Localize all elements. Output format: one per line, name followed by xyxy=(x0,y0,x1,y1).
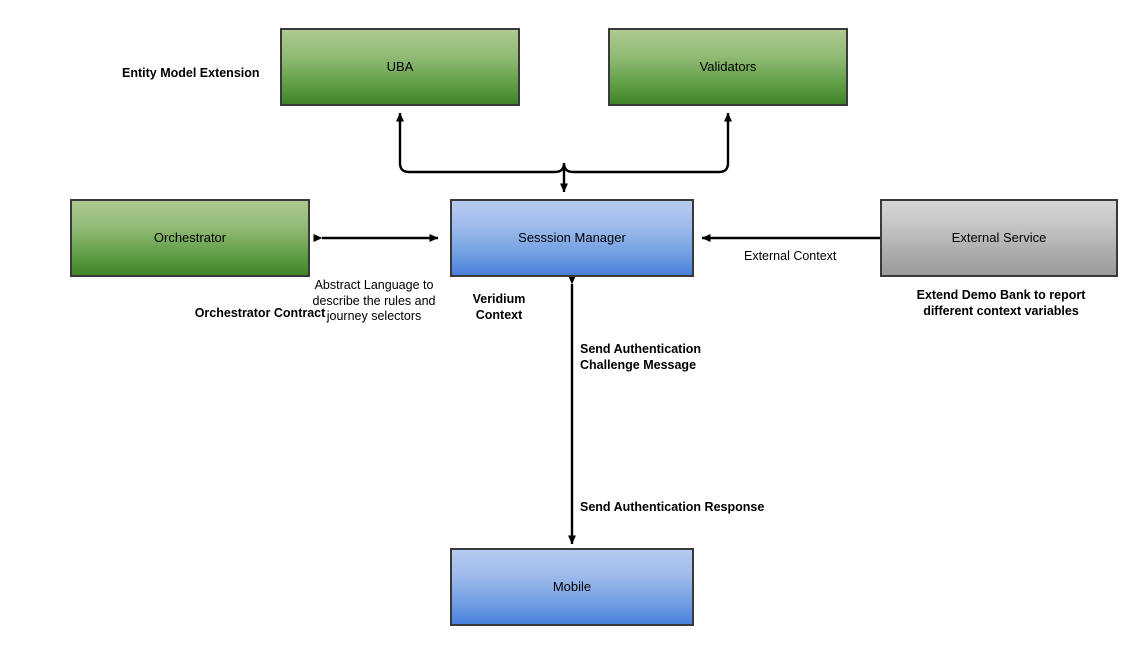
node-external-service-label: External Service xyxy=(951,230,1047,246)
annotation-abstract-language: Abstract Language to describe the rules … xyxy=(312,278,436,324)
node-external-service[interactable]: External Service xyxy=(880,199,1118,277)
annotation-orchestrator-contract: Orchestrator Contract xyxy=(194,306,326,320)
node-validators-label: Validators xyxy=(699,59,757,75)
annotation-send-auth-challenge: Send Authentication Challenge Message xyxy=(580,342,702,372)
node-session-manager[interactable]: Sesssion Manager xyxy=(450,199,694,277)
annotation-extend-demo-bank: Extend Demo Bank to report different con… xyxy=(916,288,1086,318)
node-uba-label: UBA xyxy=(386,59,414,75)
annotation-veridium-context: Veridium Context xyxy=(472,292,526,322)
node-session-manager-label: Sesssion Manager xyxy=(518,230,626,246)
annotation-send-auth-response: Send Authentication Response xyxy=(580,500,765,514)
node-mobile[interactable]: Mobile xyxy=(450,548,694,626)
edge-session-manager-to-uba-validators xyxy=(396,112,732,193)
node-orchestrator-label: Orchestrator xyxy=(153,230,227,246)
annotation-entity-model-extension: Entity Model Extension xyxy=(122,66,260,80)
annotation-external-context: External Context xyxy=(744,249,837,263)
node-mobile-label: Mobile xyxy=(552,579,592,595)
node-orchestrator[interactable]: Orchestrator xyxy=(70,199,310,277)
node-uba[interactable]: UBA xyxy=(280,28,520,106)
node-validators[interactable]: Validators xyxy=(608,28,848,106)
